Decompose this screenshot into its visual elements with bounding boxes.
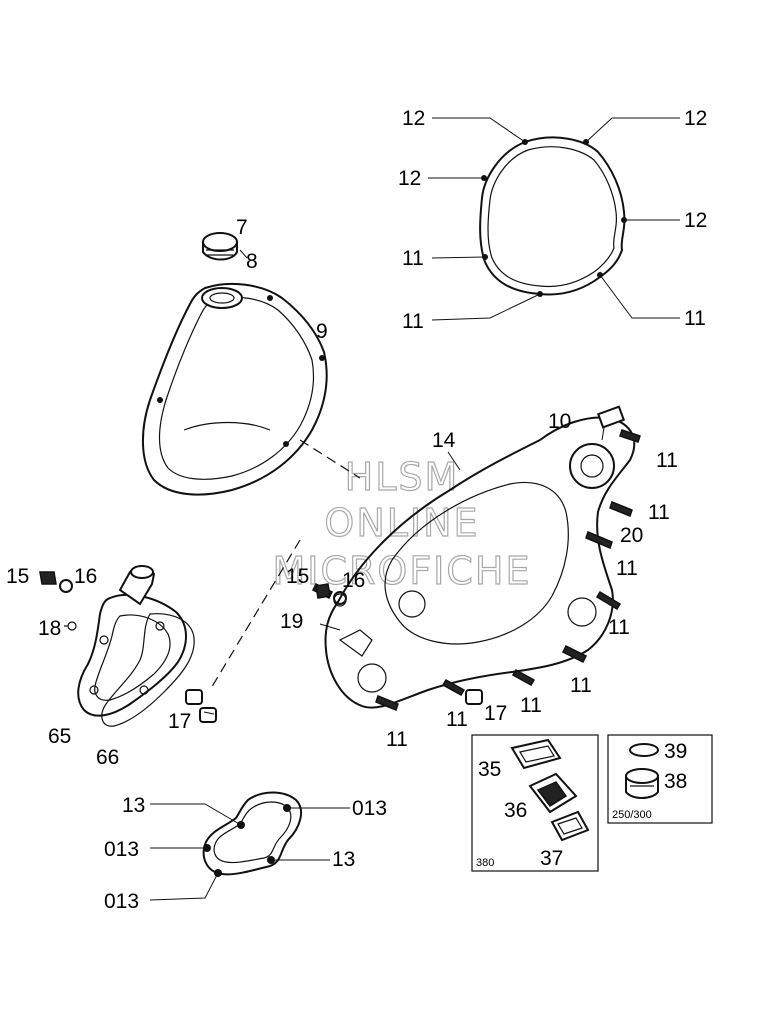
callout-bolt-11-b: 11 [648, 501, 670, 524]
inset-box-380 [471, 734, 599, 872]
watermark-line-3: MICROFICHE [272, 549, 531, 593]
inset-label-250-300: 250/300 [612, 809, 652, 821]
callout-bolt-11-f: 11 [520, 694, 542, 717]
callout-013-bottom: 013 [104, 890, 139, 913]
callout-36: 36 [504, 799, 527, 822]
callout-15-right: 15 [286, 565, 309, 588]
callout-14: 14 [432, 429, 456, 452]
callout-gasket-11-bottom-right: 11 [684, 307, 706, 330]
callout-16-right: 16 [342, 569, 365, 592]
clutch-cover-gasket [479, 136, 627, 297]
callout-19: 19 [280, 610, 303, 633]
callout-15-left: 15 [6, 565, 29, 588]
callout-37: 37 [540, 847, 563, 870]
callout-7: 7 [236, 216, 248, 239]
inset-label-380: 380 [476, 857, 494, 869]
water-pump-cover [77, 565, 187, 717]
callout-013-top: 013 [352, 797, 387, 820]
callout-gasket-11-bottom-left: 11 [402, 310, 424, 333]
callout-13-top: 13 [122, 794, 145, 817]
callout-bolt-11-e: 11 [570, 674, 592, 697]
callout-bolt-11-a: 11 [656, 449, 678, 472]
small-parts-left [39, 571, 483, 723]
callout-39: 39 [664, 740, 687, 763]
water-pump-cover-gasket [202, 791, 303, 877]
callout-bolt-11-h: 11 [386, 728, 408, 751]
crankcase-leaders [319, 427, 605, 631]
callout-18: 18 [38, 617, 61, 640]
callout-bolt-11-g: 11 [446, 708, 468, 731]
callout-65: 65 [48, 725, 71, 748]
outer-clutch-cover [142, 282, 328, 496]
callout-gasket-12-right: 12 [684, 209, 707, 232]
callout-13-bottom: 13 [332, 848, 355, 871]
watermark-line-2: ONLINE [324, 501, 479, 545]
water-pump-gasket [101, 613, 195, 727]
callout-013-middle: 013 [104, 838, 139, 861]
callout-bolt-11-c: 11 [616, 557, 638, 580]
callout-10: 10 [548, 410, 571, 433]
callout-bolt-11-d: 11 [608, 616, 630, 639]
callout-gasket-12-left: 12 [398, 167, 421, 190]
gasket-leaders [428, 117, 680, 321]
callout-17-right: 17 [484, 702, 507, 725]
inset-box-250-300 [607, 734, 713, 824]
callout-gasket-11-left: 11 [402, 247, 424, 270]
callout-35: 35 [478, 758, 501, 781]
callout-8: 8 [246, 250, 258, 273]
crankcase-half [324, 405, 636, 709]
callout-gasket-12-top-left: 12 [402, 107, 425, 130]
callout-9: 9 [316, 320, 328, 343]
callout-labels: 12 12 12 12 11 11 11 7 8 9 10 14 11 11 2… [6, 107, 707, 913]
alignment-line-lower [209, 539, 301, 691]
callout-20: 20 [620, 524, 643, 547]
inset-250-300-parts [625, 743, 659, 799]
alignment-line-upper [299, 439, 361, 479]
inset-380-parts [510, 738, 590, 842]
filler-cap [202, 232, 248, 261]
callout-66: 66 [96, 746, 119, 769]
watermark-line-1: HLSM [345, 455, 460, 499]
callout-gasket-12-top-right: 12 [684, 107, 707, 130]
small-gasket-leaders [149, 803, 350, 901]
callout-17-left: 17 [168, 710, 191, 733]
callout-16-left: 16 [74, 565, 97, 588]
callout-38: 38 [664, 770, 687, 793]
